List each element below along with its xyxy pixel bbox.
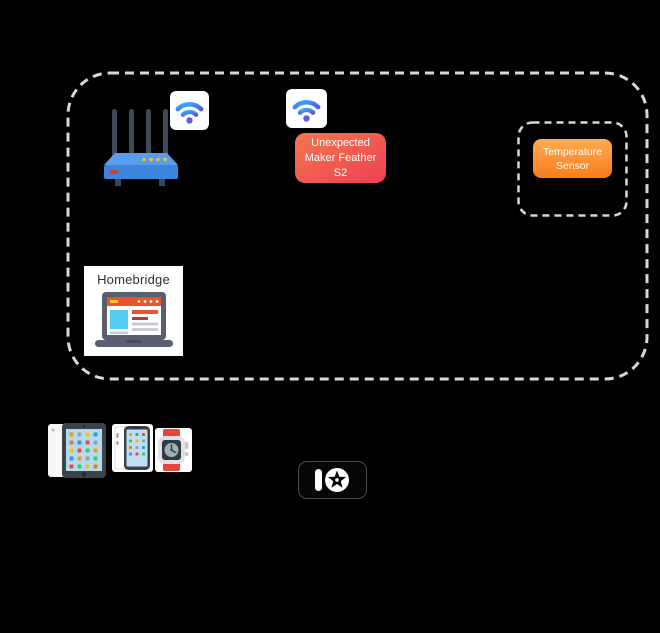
wifi-signal-icon	[170, 91, 209, 130]
apple-watch-icon	[155, 428, 192, 472]
homebridge-label: Homebridge	[97, 272, 170, 287]
laptop-browser-icon	[94, 292, 173, 347]
homebridge-node: Homebridge	[84, 266, 183, 356]
feather-s2-label-line1: Unexpected	[311, 136, 370, 149]
feather-s2-node: Unexpected Maker Feather S2	[295, 133, 386, 183]
wifi-zone-border	[66, 71, 649, 381]
wifi-router-icon	[101, 109, 181, 188]
wifi-signal-icon	[286, 89, 327, 128]
adafruit-io-node	[298, 461, 367, 499]
temperature-sensor-label-line2: Sensor	[555, 159, 590, 172]
ipad-icon	[48, 423, 106, 478]
adafruit-io-logo	[314, 468, 349, 492]
iphone-icon	[112, 424, 153, 472]
temperature-sensor-node: Temperature Sensor	[533, 139, 612, 178]
temperature-sensor-label-line1: Temperature	[543, 145, 602, 158]
feather-s2-label-line2: Maker Feather	[304, 151, 377, 164]
feather-s2-label-line3: S2	[333, 166, 348, 179]
sensor-zone-border	[517, 121, 628, 217]
